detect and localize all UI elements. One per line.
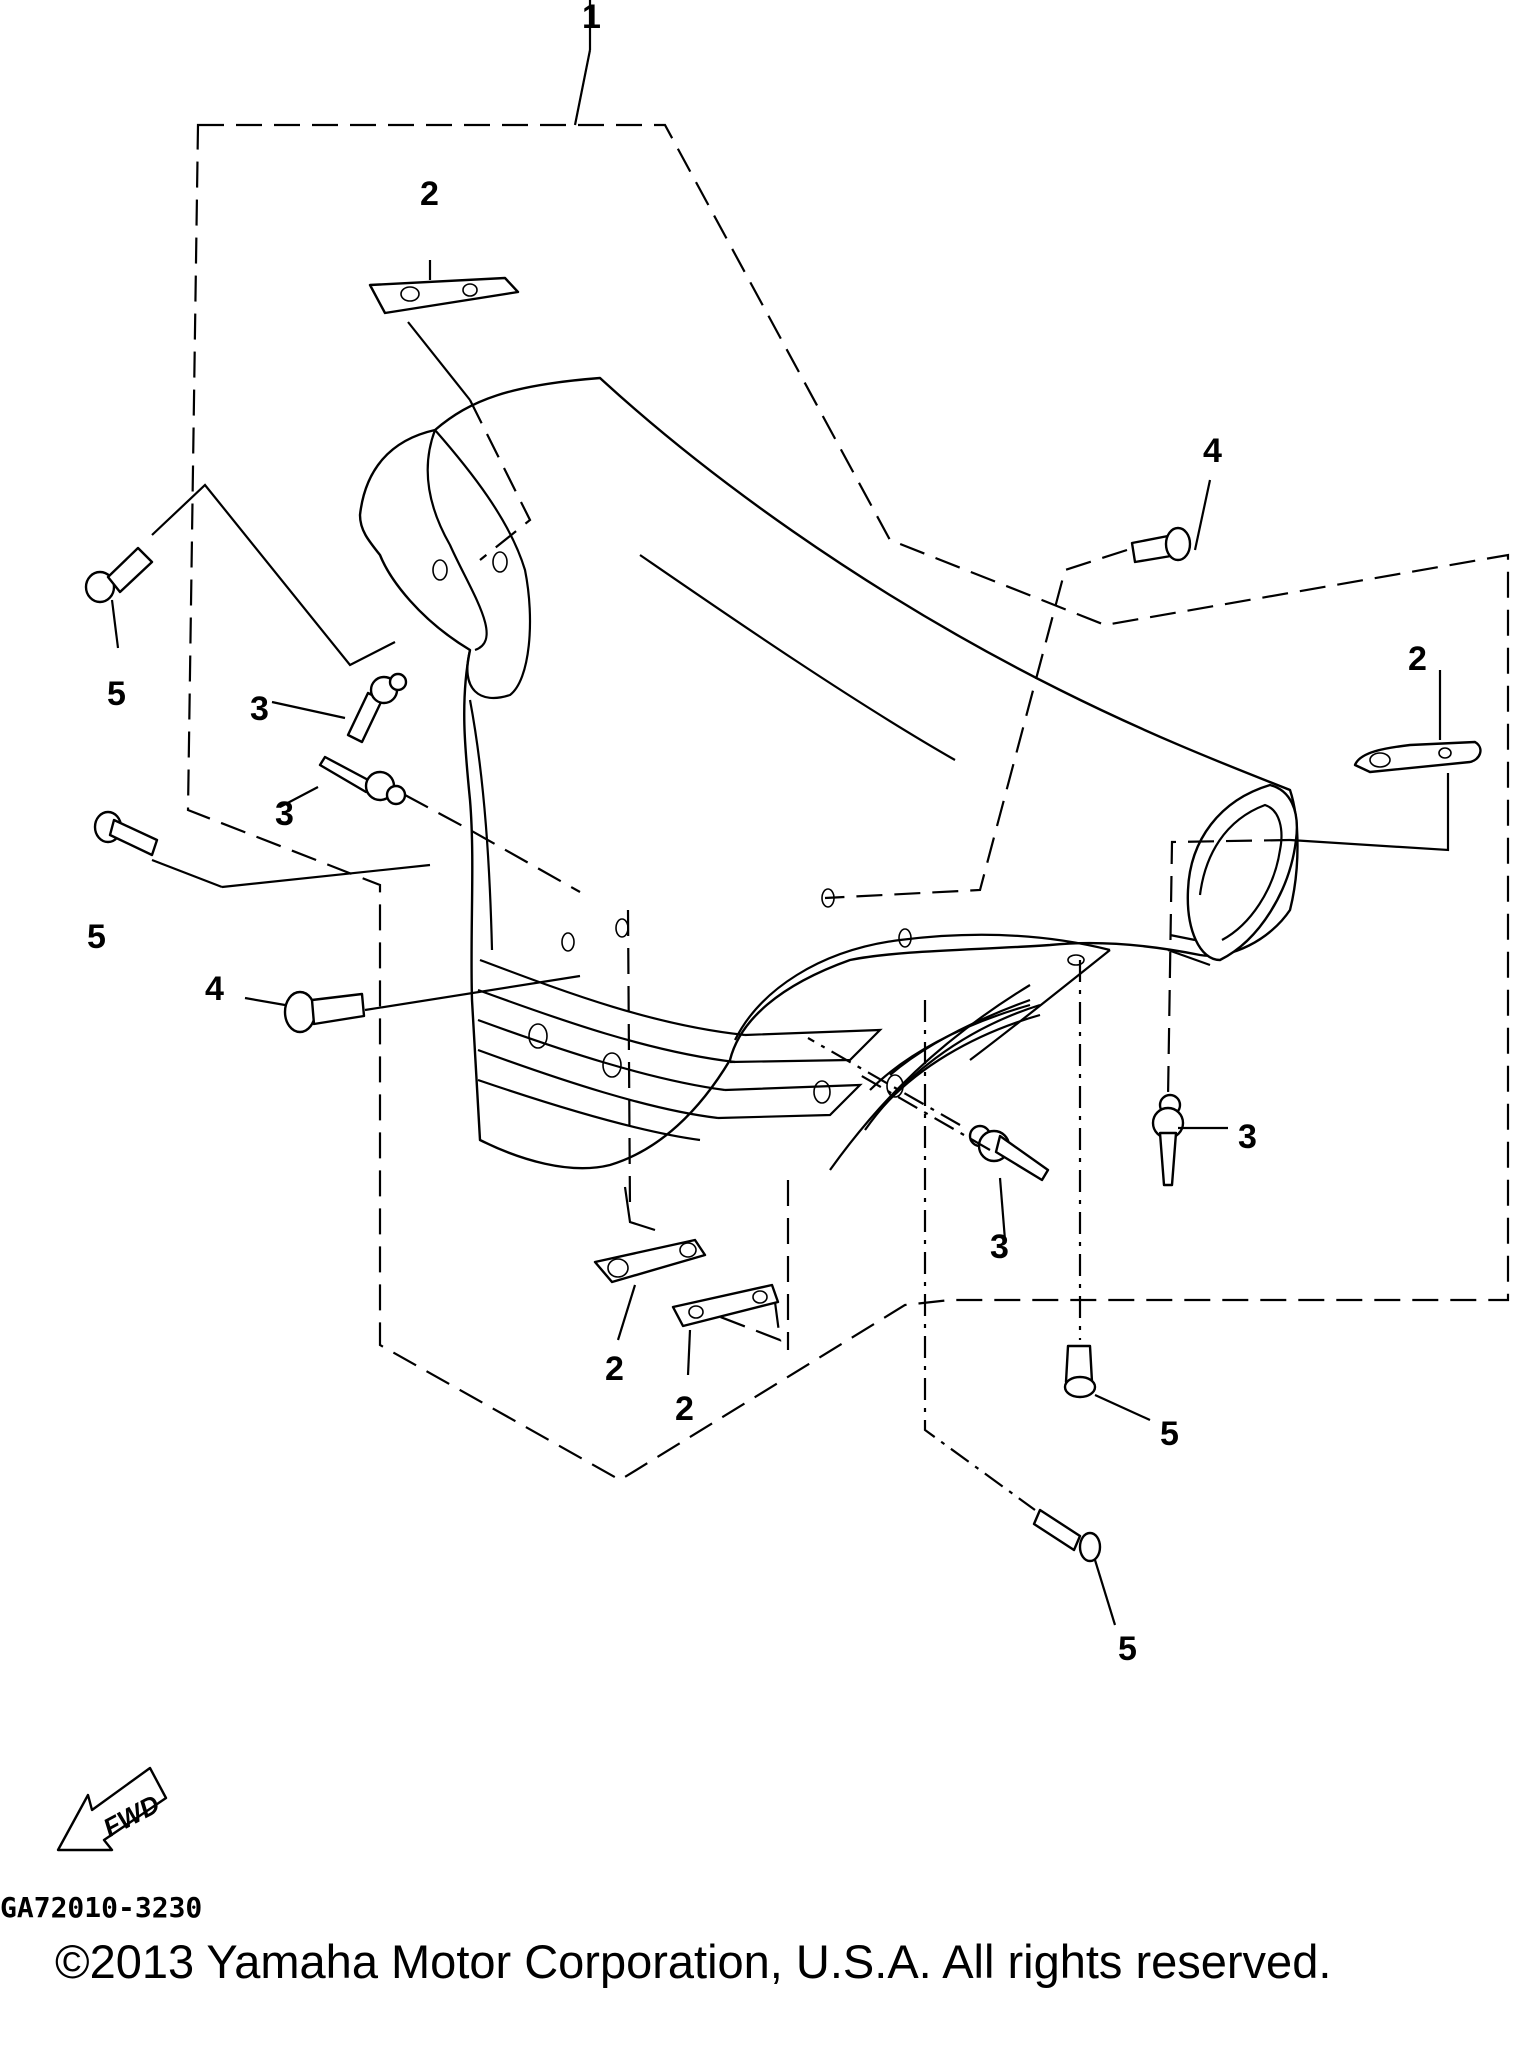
- bracket-bottom-center: [671, 1283, 780, 1328]
- copyright-notice: ©2013 Yamaha Motor Corporation, U.S.A. A…: [55, 1935, 1331, 1988]
- rivet-upper-left: [346, 672, 408, 744]
- rivet-mid-left: [318, 755, 407, 806]
- callout-4-upper-right: 4: [1203, 432, 1222, 470]
- screw-mid-left: [93, 810, 159, 857]
- cover-body: [358, 376, 1299, 1171]
- callout-1: 1: [582, 0, 601, 36]
- callout-3-mid-left: 3: [275, 795, 294, 833]
- screw-upper-right: [1130, 526, 1192, 564]
- screw-bottom-center: [1063, 1344, 1097, 1399]
- bracket-bottom-left: [593, 1238, 707, 1284]
- callout-2-bottom-center: 2: [675, 1390, 694, 1428]
- screw-left: [283, 990, 366, 1034]
- callout-2-top: 2: [420, 175, 439, 213]
- right-louvres: [829, 984, 1041, 1171]
- bracket-top: [368, 276, 520, 315]
- fwd-arrow-icon: FWD: [56, 1766, 168, 1852]
- rivet-right: [1151, 1093, 1185, 1187]
- screw-bottom-right: [1032, 1508, 1102, 1563]
- callout-3-upper-left: 3: [250, 690, 269, 728]
- left-louvres: [477, 958, 883, 1142]
- assembly-boundary: [186, 123, 1510, 1482]
- callout-5-upper-left: 5: [107, 675, 126, 713]
- callout-4-left: 4: [205, 970, 224, 1008]
- callout-2-right: 2: [1408, 640, 1427, 678]
- callout-5-bottom-center: 5: [1160, 1415, 1179, 1453]
- callout-5-bottom-right: 5: [1118, 1630, 1137, 1668]
- callout-5-mid-left: 5: [87, 918, 106, 956]
- leader-lines: [110, 0, 1450, 1626]
- bracket-right: [1353, 740, 1482, 774]
- screw-upper-left: [84, 546, 154, 604]
- rivet-lower-right: [968, 1124, 1050, 1182]
- reference-code: GA72010-3230: [0, 1891, 202, 1924]
- callout-3-right: 3: [1238, 1118, 1257, 1156]
- callout-2-bottom-left: 2: [605, 1350, 624, 1388]
- callout-3-lower: 3: [990, 1228, 1009, 1266]
